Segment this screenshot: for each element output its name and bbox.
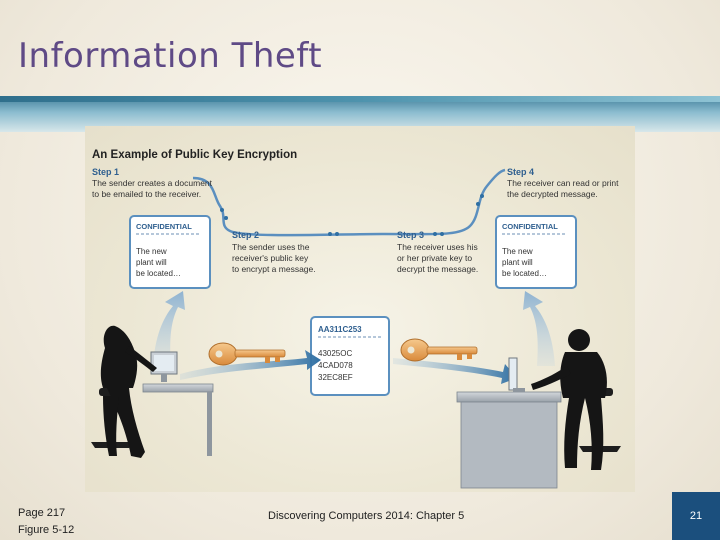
step-2-line: receiver's public key (232, 253, 309, 263)
step-3-line: The receiver uses his (397, 242, 478, 252)
arrow-right-left (180, 350, 321, 380)
figure-svg: An Example of Public Key Encryption Step… (91, 149, 621, 489)
private-key-icon (400, 338, 478, 362)
curve-dot (328, 232, 332, 236)
encrypted-heading: AA311C253 (318, 325, 362, 334)
header-band-highlight (0, 96, 720, 102)
doc-left-line: plant will (136, 258, 167, 267)
step-2-label: Step 2 (232, 230, 259, 240)
curve-dot (224, 216, 228, 220)
doc-left-line: The new (136, 247, 167, 256)
curve-dot (440, 232, 444, 236)
arrow-up-left (153, 291, 185, 366)
receiver-person-icon (456, 329, 621, 489)
public-key-icon (208, 342, 286, 366)
confidential-document-left: CONFIDENTIAL The new plant will be locat… (129, 215, 211, 289)
step-4-line: The receiver can read or print (507, 178, 619, 188)
step-1-line: The sender creates a document (92, 178, 213, 188)
step-2-line: to encrypt a message. (232, 264, 316, 274)
step-1-line: to be emailed to the receiver. (92, 189, 201, 199)
process-curve (192, 168, 506, 237)
confidential-document-right: CONFIDENTIAL The new plant will be locat… (495, 215, 577, 289)
figure-reference: Figure 5-12 (18, 524, 75, 536)
encrypted-message-box: AA311C253 43025OC 4CAD078 32EC8EF (310, 316, 390, 396)
encrypted-line: 4CAD078 (318, 361, 353, 370)
step-3-line: decrypt the message. (397, 264, 478, 274)
curve-dot (220, 208, 224, 212)
doc-right-line: The new (502, 247, 533, 256)
step-4-label: Step 4 (507, 167, 534, 177)
encrypted-line: 43025OC (318, 349, 352, 358)
footer-references: Page 217 Figure 5-12 (18, 505, 74, 539)
doc-right-heading: CONFIDENTIAL (502, 222, 558, 231)
arrow-right-right (393, 358, 517, 384)
page-number-badge: 21 (672, 492, 720, 540)
curve-dot (335, 232, 339, 236)
doc-right-line: be located… (502, 269, 547, 278)
page-reference: Page 217 (18, 507, 66, 519)
public-key-encryption-figure: An Example of Public Key Encryption Step… (85, 126, 635, 492)
doc-right-line: plant will (502, 258, 533, 267)
figure-title: An Example of Public Key Encryption (92, 149, 297, 161)
encrypted-line: 32EC8EF (318, 373, 353, 382)
step-2-line: The sender uses the (232, 242, 310, 252)
curve-dot (433, 232, 437, 236)
sender-person-icon (91, 325, 214, 458)
curve-dot (476, 202, 480, 206)
step-1-label: Step 1 (92, 167, 119, 177)
curve-dot (480, 194, 484, 198)
arrow-up-right (523, 291, 555, 366)
step-3-line: or her private key to (397, 253, 472, 263)
doc-left-heading: CONFIDENTIAL (136, 222, 192, 231)
slide-title: Information Theft (18, 36, 323, 76)
course-footer: Discovering Computers 2014: Chapter 5 (268, 510, 465, 522)
step-4-line: the decrypted message. (507, 189, 598, 199)
doc-left-line: be located… (136, 269, 181, 278)
step-3-label: Step 3 (397, 230, 424, 240)
